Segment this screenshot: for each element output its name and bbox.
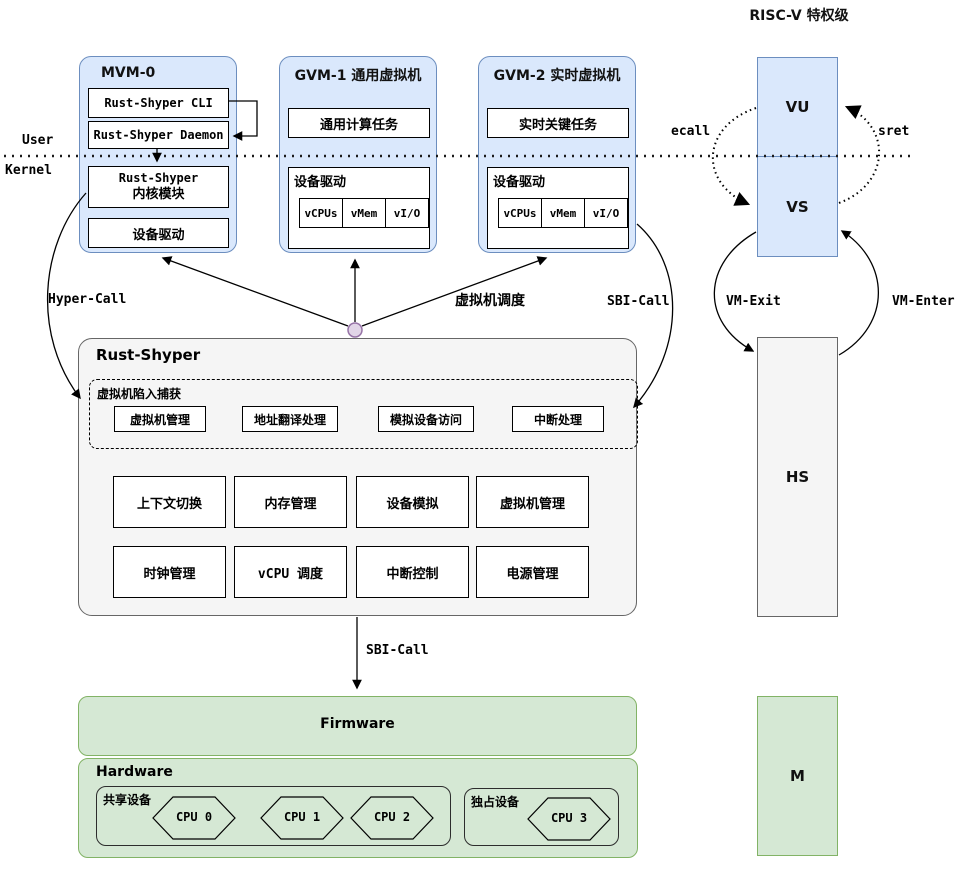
mvm0-driver-box: 设备驱动 (88, 218, 229, 248)
m-box: M (757, 696, 838, 856)
vs-label: VS (786, 197, 809, 216)
sret-label: sret (878, 124, 910, 139)
schedule-junction-node (347, 322, 363, 338)
cpu2-hexagon: CPU 2 (350, 796, 434, 840)
firmware-title: Firmware (320, 716, 395, 732)
cpu2-label: CPU 2 (373, 810, 411, 824)
vm-exit-label: VM-Exit (726, 294, 781, 309)
hyper-call-label: Hyper-Call (48, 292, 127, 307)
hexagon-shape (152, 796, 236, 840)
module-memory-management: 内存管理 (234, 476, 347, 528)
ecall-arrow (711, 107, 757, 206)
cpu1-hexagon: CPU 1 (260, 796, 344, 840)
kernel-module-line2: 内核模块 (132, 187, 185, 203)
sbi-call-right-arrow (633, 223, 674, 409)
trap-capture-label: 虚拟机陷入捕获 (97, 387, 182, 401)
gvm2-driver-label: 设备驱动 (493, 175, 546, 190)
gvm2-task-box: 实时关键任务 (487, 108, 629, 138)
hypervisor-box: Rust-Shyper 虚拟机陷入捕获 虚拟机管理 地址翻译处理 模拟设备访问 … (78, 338, 638, 616)
hexagon-shape (350, 796, 434, 840)
hardware-box: Hardware 共享设备 CPU 0 CPU 1 CPU 2 (78, 758, 638, 858)
gvm1-vresources: vCPUs vMem vI/O (299, 198, 429, 228)
gvm1-title: GVM-1 通用虚拟机 (294, 68, 422, 84)
gvm2-box: GVM-2 实时虚拟机 实时关键任务 设备驱动 vCPUs vMem vI/O (478, 56, 636, 253)
gvm1-vcpus-cell: vCPUs (299, 198, 343, 228)
trap-item-device-emulation-access: 模拟设备访问 (378, 406, 474, 432)
module-power-management: 电源管理 (476, 546, 589, 598)
m-label: M (790, 767, 805, 785)
gvm2-vcpus-cell: vCPUs (498, 198, 542, 228)
gvm1-vmem-cell: vMem (342, 198, 386, 228)
exclusive-devices-label: 独占设备 (471, 795, 520, 809)
user-boundary-label: User (22, 133, 54, 148)
vu-level: VU (758, 58, 837, 157)
gvm1-box: GVM-1 通用虚拟机 通用计算任务 设备驱动 vCPUs vMem vI/O (279, 56, 437, 253)
gvm1-task-box: 通用计算任务 (288, 108, 430, 138)
kernel-boundary-label: Kernel (5, 163, 52, 178)
cpu3-hexagon: CPU 3 (527, 797, 611, 841)
gvm2-driver-box: 设备驱动 vCPUs vMem vI/O (487, 167, 629, 249)
sret-arrow (838, 105, 881, 204)
trap-item-address-translation: 地址翻译处理 (242, 406, 338, 432)
vu-label: VU (785, 98, 810, 116)
sbi-call-right-label: SBI-Call (607, 294, 670, 309)
hs-label: HS (785, 468, 810, 486)
vu-vs-box: VU VS (757, 57, 838, 257)
hypervisor-title: Rust-Shyper (96, 346, 201, 364)
exclusive-devices-group: 独占设备 CPU 3 (464, 788, 619, 846)
cpu0-hexagon: CPU 0 (152, 796, 236, 840)
page-title: RISC-V 特权级 (749, 8, 849, 24)
sbi-call-down-label: SBI-Call (366, 643, 429, 658)
module-device-emulation: 设备模拟 (356, 476, 469, 528)
hs-box: HS (757, 337, 838, 617)
vs-level: VS (758, 157, 837, 256)
vm-exit-arrow (713, 231, 757, 352)
gvm2-vio-cell: vI/O (584, 198, 628, 228)
shared-devices-group: 共享设备 CPU 0 CPU 1 CPU 2 (96, 786, 451, 846)
gvm1-vio-cell: vI/O (385, 198, 429, 228)
gvm1-driver-label: 设备驱动 (294, 175, 347, 190)
module-context-switch: 上下文切换 (113, 476, 226, 528)
mvm0-title: MVM-0 (101, 65, 156, 81)
gvm2-vresources: vCPUs vMem vI/O (498, 198, 628, 228)
kernel-module-box: Rust-Shyper 内核模块 (88, 166, 229, 208)
module-vm-management: 虚拟机管理 (476, 476, 589, 528)
rust-shyper-daemon-box: Rust-Shyper Daemon (88, 121, 229, 149)
module-vcpu-scheduling: vCPU 调度 (234, 546, 347, 598)
module-interrupt-control: 中断控制 (356, 546, 469, 598)
firmware-box: Firmware (78, 696, 637, 756)
cpu3-label: CPU 3 (550, 811, 588, 825)
vm-enter-arrow (838, 230, 880, 356)
cpu1-label: CPU 1 (283, 810, 321, 824)
shared-devices-label: 共享设备 (103, 793, 152, 807)
hardware-title: Hardware (96, 764, 173, 780)
gvm2-title: GVM-2 实时虚拟机 (493, 68, 621, 84)
mvm0-box: MVM-0 Rust-Shyper CLI Rust-Shyper Daemon… (79, 56, 237, 253)
cpu0-label: CPU 0 (175, 810, 213, 824)
kernel-module-line1: Rust-Shyper (118, 171, 199, 186)
module-clock-management: 时钟管理 (113, 546, 226, 598)
hexagon-shape (260, 796, 344, 840)
rust-shyper-cli-box: Rust-Shyper CLI (88, 88, 229, 118)
vm-enter-label: VM-Enter (892, 294, 955, 309)
ecall-label: ecall (671, 124, 711, 139)
vm-schedule-label: 虚拟机调度 (455, 293, 525, 309)
trap-item-interrupt-handling: 中断处理 (512, 406, 604, 432)
schedule-to-mvm0-arrow (161, 256, 349, 327)
trap-capture-group: 虚拟机陷入捕获 虚拟机管理 地址翻译处理 模拟设备访问 中断处理 (89, 379, 638, 449)
hexagon-shape (527, 797, 611, 841)
gvm1-driver-box: 设备驱动 vCPUs vMem vI/O (288, 167, 430, 249)
gvm2-vmem-cell: vMem (541, 198, 585, 228)
trap-item-vm-management: 虚拟机管理 (114, 406, 206, 432)
